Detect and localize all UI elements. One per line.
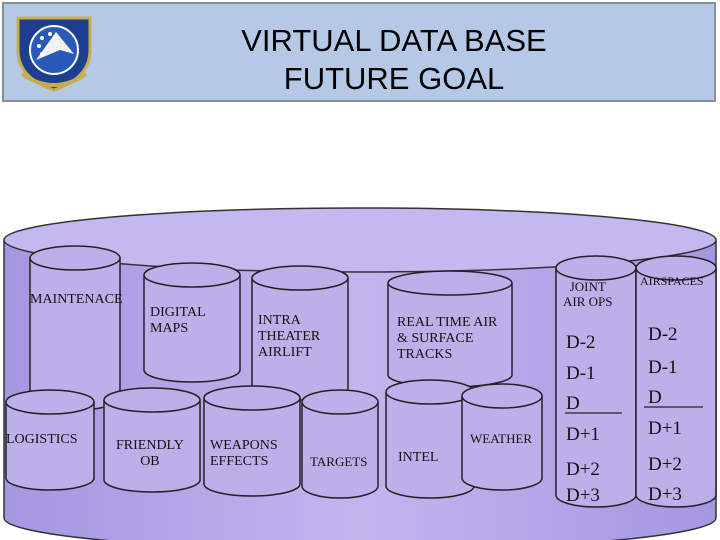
label-maintenace: MAINTENACE — [30, 292, 123, 307]
title-line-1: VIRTUAL DATA BASE — [241, 23, 547, 58]
title-bar: VIRTUAL DATA BASE FUTURE GOAL — [2, 2, 716, 102]
label-targets: TARGETS — [310, 454, 368, 469]
cylinder-digital-maps — [143, 262, 241, 383]
title-line-2: FUTURE GOAL — [283, 61, 505, 96]
cylinder-friendly-ob — [103, 387, 201, 493]
cylinder-airspaces — [635, 255, 717, 508]
cylinder-targets — [301, 389, 379, 499]
joint-day-3: D — [566, 393, 580, 414]
airspace-day-4: D+1 — [648, 418, 682, 439]
label-weapons-effects: WEAPONS EFFECTS — [210, 438, 278, 470]
cylinder-real-time-tracks — [387, 270, 513, 388]
airspace-day-3: D — [648, 387, 662, 408]
cylinder-maintenace — [29, 245, 121, 411]
cylinder-intel — [385, 379, 475, 499]
joint-day-4: D+1 — [566, 424, 600, 445]
cylinder-joint-air-ops — [555, 255, 637, 508]
label-weather: WEATHER — [470, 431, 533, 446]
cylinder-logistics — [5, 389, 95, 491]
label-intra-theater-airlift: INTRA THEATER AIRLIFT — [258, 313, 321, 361]
label-joint-air-ops: JOINT AIR OPS — [563, 279, 613, 309]
label-friendly-ob: FRIENDLY OB — [116, 438, 184, 470]
airspace-day-5: D+2 — [648, 454, 682, 475]
label-digital-maps: DIGITAL MAPS — [150, 305, 206, 337]
joint-day-6: D+3 — [566, 485, 600, 506]
cylinder-weapons-effects — [203, 385, 301, 497]
joint-day-2: D-1 — [566, 363, 596, 384]
joint-day-5: D+2 — [566, 459, 600, 480]
joint-day-1: D-2 — [566, 332, 596, 353]
label-real-time-tracks: REAL TIME AIR & SURFACE TRACKS — [397, 315, 498, 363]
label-logistics: LOGISTICS — [6, 432, 78, 447]
airspace-day-6: D+3 — [648, 484, 682, 505]
cylinder-weather — [461, 383, 543, 491]
page-title: VIRTUAL DATA BASE FUTURE GOAL — [144, 22, 644, 98]
airspace-day-1: D-2 — [648, 324, 678, 345]
cylinder-intra-theater-airlift — [251, 265, 349, 401]
label-airspaces: AIRSPACES — [640, 274, 704, 288]
airspace-day-2: D-1 — [648, 357, 678, 378]
label-intel: INTEL — [398, 450, 439, 465]
air-force-emblem-icon — [16, 16, 92, 92]
